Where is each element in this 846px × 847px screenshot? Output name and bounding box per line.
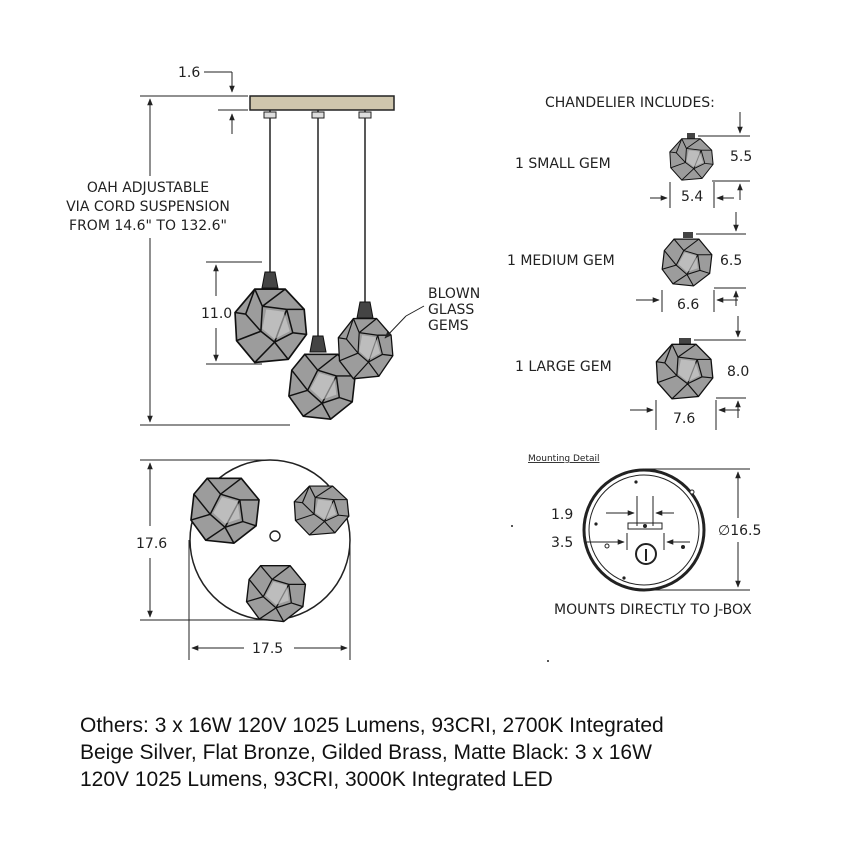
callout-line-2: GLASS	[428, 302, 474, 318]
spec-note-line-3: 120V 1025 Lumens, 93CRI, 3000K Integrate…	[80, 768, 553, 791]
pendant-gem-left	[234, 288, 308, 364]
medium-gem-label: 1 MEDIUM GEM	[507, 253, 615, 269]
includes-title: CHANDELIER INCLUDES:	[545, 95, 715, 111]
mounting-title: Mounting Detail	[528, 454, 600, 464]
mounting-diameter: ∅16.5	[718, 523, 761, 539]
canopy	[249, 95, 395, 111]
callout-line-1: BLOWN	[428, 286, 480, 302]
large-gem-width: 7.6	[673, 411, 695, 427]
top-view: 17.6 17.5	[136, 459, 351, 660]
canopy-height-label: 1.6	[178, 65, 200, 81]
large-gem-icon	[655, 343, 714, 400]
top-width-label: 17.5	[252, 641, 283, 657]
mounting-detail: Mounting Detail 1.9 3.5 ∅16.5 MOUNTS	[511, 454, 761, 662]
small-gem-icon	[669, 138, 714, 181]
oah-line-1: OAH ADJUSTABLE	[87, 180, 209, 196]
callout-line-3: GEMS	[428, 318, 469, 334]
mounting-caption: MOUNTS DIRECTLY TO J-BOX	[554, 602, 752, 618]
spec-note-line-2: Beige Silver, Flat Bronze, Gilded Brass,…	[80, 741, 652, 764]
spec-notes: Others: 3 x 16W 120V 1025 Lumens, 93CRI,…	[80, 712, 820, 793]
small-gem-width: 5.4	[681, 189, 703, 205]
mounting-dim-b: 3.5	[551, 535, 573, 551]
small-gem-label: 1 SMALL GEM	[515, 156, 611, 172]
includes-panel: CHANDELIER INCLUDES: 1 SMALL GEM 5.5 5.4…	[507, 95, 752, 430]
side-view: 1.6 OAH ADJUSTABLE VIA CORD SUSPENSION F…	[66, 65, 480, 426]
mounting-plate-outer	[582, 468, 706, 592]
mounting-dim-a: 1.9	[551, 507, 573, 523]
oah-line-2: VIA CORD SUSPENSION	[66, 199, 230, 215]
small-gem-height: 5.5	[730, 149, 752, 165]
oah-line-3: FROM 14.6" TO 132.6"	[69, 218, 227, 234]
top-depth-label: 17.6	[136, 536, 167, 552]
medium-gem-width: 6.6	[677, 297, 699, 313]
large-gem-label: 1 LARGE GEM	[515, 359, 612, 375]
gem-height-label: 11.0	[201, 306, 232, 322]
mounting-plate-inner	[588, 474, 700, 586]
pendant-gem-right	[337, 317, 394, 380]
large-gem-height: 8.0	[727, 364, 749, 380]
spec-note-line-1: Others: 3 x 16W 120V 1025 Lumens, 93CRI,…	[80, 714, 664, 737]
medium-gem-height: 6.5	[720, 253, 742, 269]
medium-gem-icon	[661, 238, 713, 287]
